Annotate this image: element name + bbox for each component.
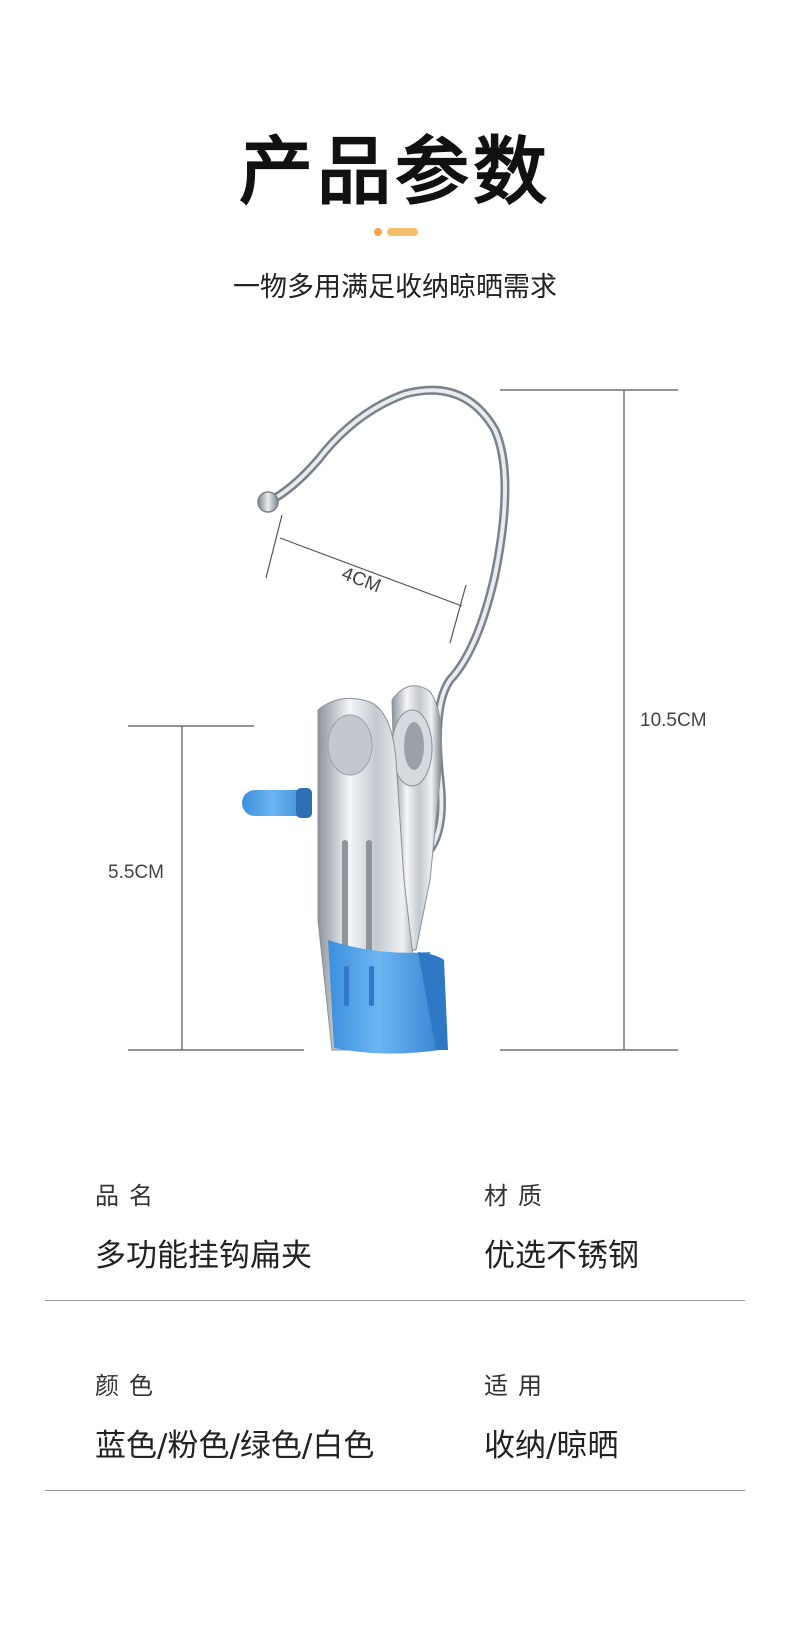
spec-value-usage: 收纳/晾晒 — [484, 1428, 619, 1464]
spec-divider — [45, 1490, 745, 1491]
spec-label-material: 材质 — [484, 1182, 552, 1210]
page-title: 产品参数 — [239, 129, 551, 215]
spec-label-color: 颜色 — [95, 1372, 163, 1400]
clip-blue-pin — [242, 788, 312, 818]
accent-dot — [374, 228, 382, 236]
dimension-hook-width: 4CM — [265, 514, 467, 644]
accent-bar — [387, 228, 418, 236]
dimension-total-height: 10.5CM — [500, 389, 707, 1051]
spec-value-material: 优选不锈钢 — [484, 1238, 639, 1274]
dimension-clip-height: 5.5CM — [108, 725, 304, 1051]
spec-value-name: 多功能挂钩扁夹 — [95, 1238, 312, 1274]
spec-label-usage: 适用 — [484, 1372, 552, 1400]
clip-blue-tip — [328, 940, 448, 1054]
spec-label-name: 品名 — [95, 1182, 163, 1210]
product-illustration: 10.5CM 5.5CM 4CM — [108, 385, 707, 1054]
spec-value-color: 蓝色/粉色/绿色/白色 — [95, 1428, 375, 1464]
total-height-label: 10.5CM — [640, 710, 707, 731]
page-subtitle: 一物多用满足收纳晾晒需求 — [233, 272, 557, 303]
clip-height-label: 5.5CM — [108, 862, 164, 883]
hook-width-label: 4CM — [339, 563, 384, 597]
spec-divider — [45, 1300, 745, 1301]
